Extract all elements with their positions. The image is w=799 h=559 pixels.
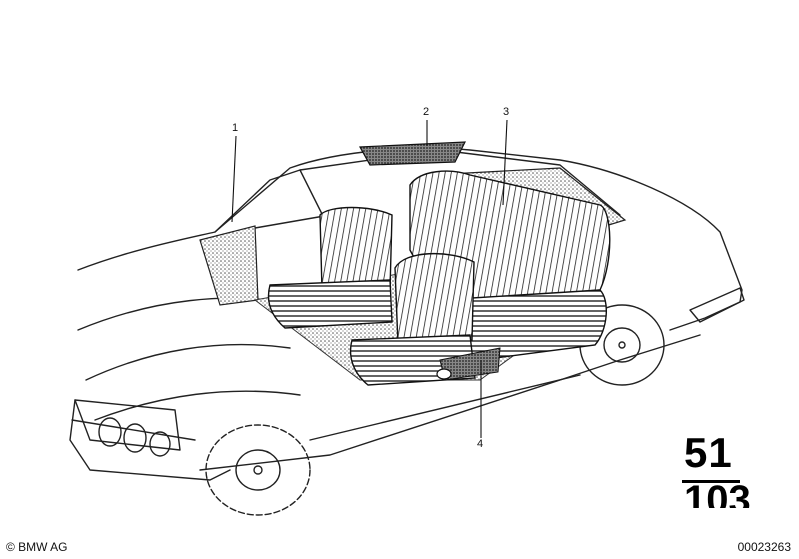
front-seat-left-backrest — [319, 206, 393, 291]
windshield-frame — [214, 169, 331, 233]
front-seat-right-backrest — [394, 253, 475, 346]
group-number-minor: 103 — [684, 480, 751, 508]
document-number: 00023263 — [737, 540, 791, 554]
rear-hubcap — [603, 327, 641, 363]
front-grille — [74, 399, 181, 451]
callout-3-leader — [502, 119, 508, 206]
group-number-major: 51 — [684, 429, 733, 476]
callout-label-2: 2 — [423, 106, 430, 118]
rear-bumper — [689, 287, 745, 323]
callout-label-3: 3 — [503, 106, 510, 118]
hood-lines — [77, 297, 301, 421]
seat-lever-knob — [436, 368, 452, 380]
headlight-outer — [149, 431, 171, 457]
front-hubcap — [235, 449, 281, 491]
callout-label-1: 1 — [232, 122, 239, 134]
headlight-left — [98, 417, 122, 447]
front-seat-left-cushion — [267, 279, 393, 329]
door-panel-trim — [199, 225, 259, 306]
callout-label-4: 4 — [477, 438, 484, 450]
front-bumper — [69, 399, 231, 481]
callout-1-leader — [231, 135, 237, 223]
lower-body — [309, 374, 581, 441]
front-wheel — [205, 424, 311, 516]
group-number-divider — [682, 480, 740, 483]
copyright-label: © BMW AG — [6, 540, 68, 554]
sunroof-headliner — [359, 141, 466, 166]
headlight-right — [123, 423, 147, 453]
